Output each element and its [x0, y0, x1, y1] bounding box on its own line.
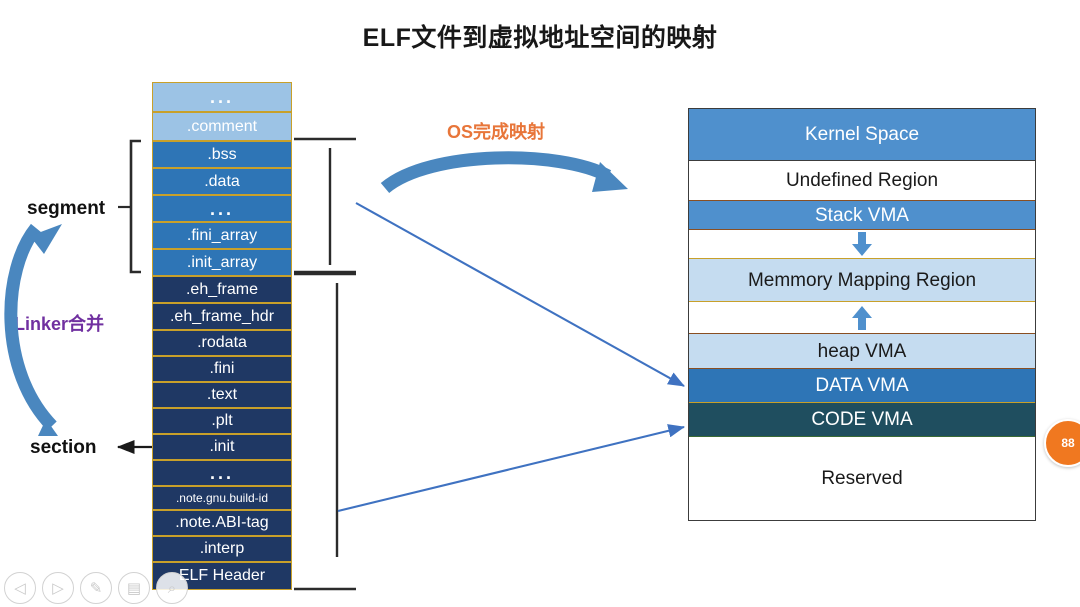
os-mapping-label: OS完成映射	[447, 122, 546, 142]
elf-section-block: ...	[152, 82, 292, 112]
segment-bracket	[118, 139, 141, 274]
vma-block: Memmory Mapping Region	[689, 258, 1035, 302]
elf-section-block: .data	[152, 168, 292, 195]
elf-section-block: .plt	[152, 408, 292, 434]
notification-badge[interactable]: 88	[1044, 419, 1080, 467]
elf-section-block: .text	[152, 382, 292, 408]
vma-block-label: Reserved	[821, 468, 903, 489]
prev-slide-button[interactable]: ◁	[4, 572, 36, 604]
elf-section-block: .bss	[152, 141, 292, 168]
elf-section-block: ...	[152, 460, 292, 486]
heap-grow-up-icon	[852, 305, 872, 330]
code-mapping-arrow	[337, 424, 686, 513]
elf-section-block: ...	[152, 195, 292, 222]
elf-section-block: .note.ABI-tag	[152, 510, 292, 536]
elf-section-block: .interp	[152, 536, 292, 562]
slide-view-icon: ▤	[126, 580, 142, 597]
elf-section-block: .eh_frame	[152, 276, 292, 303]
vma-block-label: Undefined Region	[785, 170, 939, 191]
vma-block: Undefined Region	[689, 161, 1035, 200]
vma-block	[689, 302, 1035, 333]
next-slide-button[interactable]: ▷	[42, 572, 74, 604]
os-mapping-curve-arrow	[380, 151, 628, 194]
vma-block-label: heap VMA	[817, 340, 907, 362]
prev-slide-icon: ◁	[14, 580, 26, 597]
vma-block-label: DATA VMA	[815, 375, 909, 396]
slide-view-button[interactable]: ▤	[118, 572, 150, 604]
vma-block: Kernel Space	[689, 109, 1035, 161]
stack-grow-down-icon	[852, 232, 872, 256]
elf-section-block: .fini	[152, 356, 292, 382]
vma-block-label: Memmory Mapping Region	[747, 269, 977, 291]
vma-block-label: Kernel Space	[804, 124, 920, 145]
elf-section-block: .note.gnu.build-id	[152, 486, 292, 510]
linker-merge-label: Linker合并	[14, 314, 105, 334]
vma-block-label: Stack VMA	[815, 204, 909, 226]
zoom-tool-button[interactable]: ⌕	[156, 572, 188, 604]
pen-tool-icon: ✎	[89, 580, 103, 597]
vma-block-label: CODE VMA	[811, 409, 913, 430]
vma-block: CODE VMA	[689, 403, 1035, 437]
section-right-bracket	[294, 272, 356, 591]
elf-section-block: .init_array	[152, 249, 292, 276]
elf-section-block: .comment	[152, 112, 292, 141]
data-mapping-arrow	[355, 202, 685, 387]
elf-section-block: .fini_array	[152, 222, 292, 249]
pen-tool-button[interactable]: ✎	[80, 572, 112, 604]
segment-label: segment	[27, 198, 106, 219]
elf-section-block: .eh_frame_hdr	[152, 303, 292, 330]
vma-block: DATA VMA	[689, 369, 1035, 403]
presentation-toolbar[interactable]: ◁ ▷ ✎ ▤ ⌕	[4, 572, 188, 604]
page-title: ELF文件到虚拟地址空间的映射	[362, 24, 718, 52]
vma-block: Stack VMA	[689, 200, 1035, 230]
vma-block: heap VMA	[689, 333, 1035, 369]
segment-right-bracket	[294, 137, 356, 274]
elf-section-block: .rodata	[152, 330, 292, 356]
next-slide-icon: ▷	[52, 580, 64, 597]
elf-file-column: ....comment.bss.data....fini_array.init_…	[152, 82, 292, 590]
zoom-tool-icon: ⌕	[167, 579, 177, 597]
vma-block: Reserved	[689, 437, 1035, 520]
elf-section-block: .init	[152, 434, 292, 460]
section-label: section	[30, 437, 97, 458]
vma-block	[689, 230, 1035, 258]
